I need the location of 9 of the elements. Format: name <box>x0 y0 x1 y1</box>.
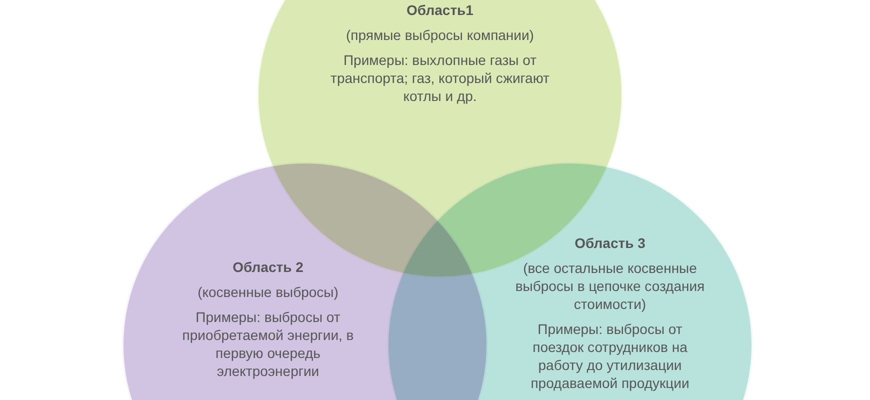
example-text: Примеры: выхлопные газы от транспорта; газ, который сжигают котлы и др. <box>330 51 550 105</box>
circle-subtitle: (прямые выбросы компании) <box>346 26 534 44</box>
example-text: Примеры: выбросы от поездок сотрудников на работу до утилизации продаваемой продукции <box>530 320 690 392</box>
circle-heading: Область1 <box>406 1 474 19</box>
circle-heading: Область 3 <box>574 234 646 252</box>
circle-subtitle: (все остальные косвенные выбросы в цепочке создания стоимости) <box>514 259 706 313</box>
circle-heading: Область 2 <box>232 258 304 276</box>
circle-subtitle: (косвенные выбросы) <box>198 283 338 301</box>
example-text: Примеры: выбросы от приобретаемой энергии, в первую очередь электроэнергии <box>181 308 355 380</box>
